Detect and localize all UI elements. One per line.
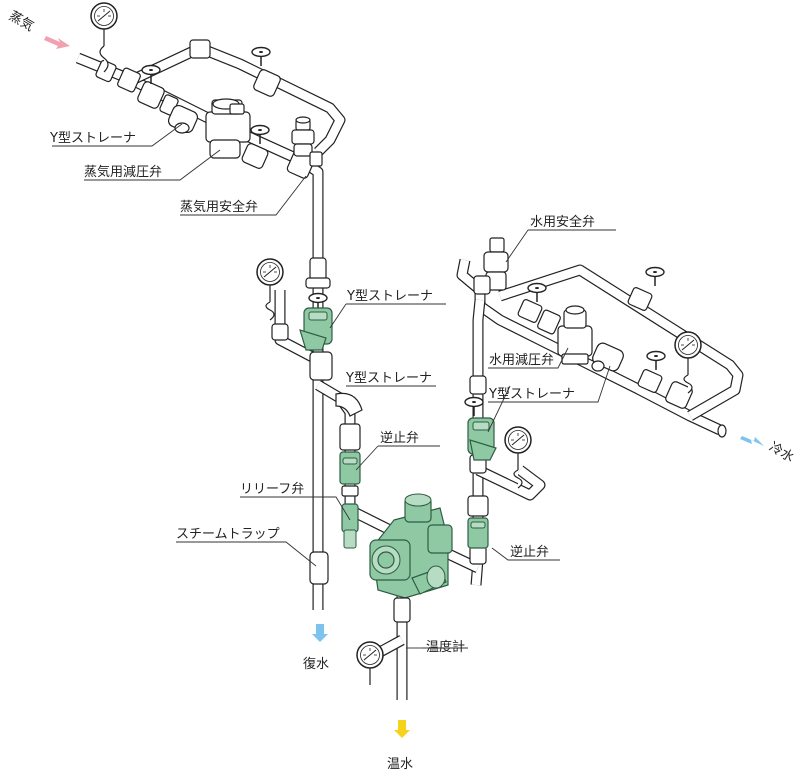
gauge-loop-icon	[683, 374, 693, 394]
gauge-loop-icon	[265, 301, 275, 321]
label-y-strainer: Y型ストレーナ	[49, 131, 136, 146]
water-reducing-valve-body	[557, 305, 593, 365]
label-check-valve: 逆止弁	[380, 430, 419, 446]
steam-y-strainer-top	[167, 104, 199, 134]
steam-inlet-fittings	[95, 39, 316, 179]
return-outlet-label: 復水	[303, 656, 329, 672]
steam-elbow-fitting	[335, 392, 363, 417]
steam-y-strainer-vertical	[299, 307, 333, 351]
handwheel-icon	[645, 266, 665, 287]
water-pipes	[377, 258, 744, 700]
label-thermometer: 温度計	[426, 639, 465, 655]
label-y-strainer: Y型ストレーナ	[488, 387, 575, 402]
gauge-loop-icon	[99, 45, 109, 73]
label-check-valve: 逆止弁	[510, 544, 549, 560]
thermometer-gauge-icon	[356, 641, 384, 686]
pressure-gauge-icon	[504, 426, 532, 471]
label-y-strainer: Y型ストレーナ	[345, 371, 432, 386]
water-y-strainer-right	[591, 342, 624, 372]
handwheel-icon	[527, 282, 547, 303]
water-safety-valve-body	[473, 237, 509, 295]
cold-inlet-arrow-icon	[740, 436, 764, 446]
label-y-strainer: Y型ストレーナ	[346, 289, 433, 304]
relief-valve-body	[341, 503, 359, 549]
steam-inlet-arrow-icon	[44, 36, 70, 49]
steam-safety-valve-body	[291, 116, 323, 167]
pressure-gauge-icon	[90, 2, 118, 47]
water-y-strainer-vertical	[467, 417, 497, 461]
label-steam-trap: スチームトラップ	[176, 527, 280, 542]
steam-reducing-valve-body	[205, 98, 251, 159]
water-inline-fittings	[469, 287, 693, 565]
handwheel-icon	[251, 46, 271, 67]
return-arrow-icon	[312, 624, 328, 642]
hot-water-outlet-label: 温水	[387, 757, 413, 772]
gauge-loop-icon	[513, 469, 523, 489]
heat-exchanger	[369, 493, 453, 623]
label-steam-safety-valve: 蒸気用安全弁	[180, 199, 258, 215]
handwheel-icon	[646, 350, 666, 371]
leader-lines	[52, 123, 616, 649]
label-relief-valve: リリーフ弁	[240, 482, 304, 497]
label-water-reducing-valve: 水用減圧弁	[489, 352, 554, 368]
steam-vertical-components	[271, 257, 333, 585]
steam-inlet-label: 蒸気	[6, 8, 37, 35]
check-valve-right-body	[467, 495, 489, 549]
label-steam-reducing-valve: 蒸気用減圧弁	[84, 164, 162, 180]
pressure-gauge-icon	[674, 331, 702, 376]
check-valve-left-body	[339, 423, 361, 497]
hot-water-arrow-icon	[394, 720, 410, 738]
component-labels: Y型ストレーナ 蒸気用減圧弁 蒸気用安全弁 Y型ストレーナ Y型ストレーナ 逆止…	[49, 131, 595, 655]
label-water-safety-valve: 水用安全弁	[530, 214, 595, 230]
cold-inlet-end	[717, 424, 727, 438]
cold-inlet-label: 冷水	[766, 440, 796, 466]
